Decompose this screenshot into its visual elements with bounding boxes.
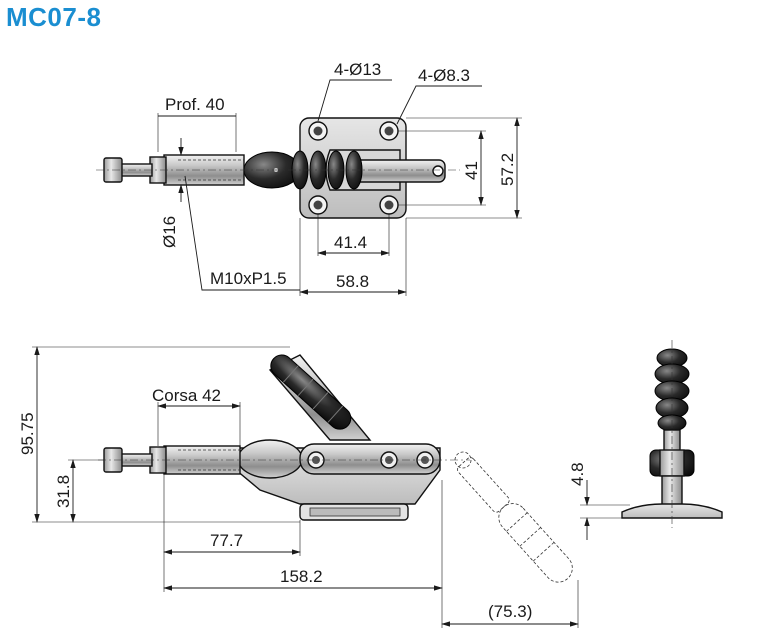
axis-height-label: 31.8 [54, 475, 73, 508]
hole-spacing-y-label: 41 [462, 161, 481, 180]
side-view: 95.75 31.8 Corsa 42 77.7 158.2 (75.3) [18, 346, 579, 628]
handle-open [457, 457, 573, 583]
rod-diameter-label: Ø16 [160, 216, 179, 248]
top-view: Prof. 40 Ø16 M10xP1.5 4-Ø13 4-Ø8.3 41.4 … [96, 60, 522, 296]
hole-spacing-x-label: 41.4 [334, 233, 367, 252]
link-assembly [299, 443, 441, 475]
holes-small-label: 4-Ø8.3 [418, 66, 470, 85]
base-thickness-label: 4.8 [568, 462, 587, 486]
total-length-label: 158.2 [280, 567, 323, 586]
front-view: 4.8 [568, 340, 723, 540]
dim-77-label: 77.7 [210, 531, 243, 550]
link-arm [354, 159, 446, 183]
base-width-label: 58.8 [336, 272, 369, 291]
base-height-label: 57.2 [498, 153, 517, 186]
stroke-label: Corsa 42 [152, 386, 221, 405]
model-title: MC07-8 [6, 2, 102, 32]
handle-closed [268, 354, 372, 441]
open-length-label: (75.3) [488, 602, 532, 621]
total-height-label: 95.75 [18, 412, 37, 455]
depth-label: Prof. 40 [165, 95, 225, 114]
thread-label: M10xP1.5 [210, 269, 287, 288]
holes-large-label: 4-Ø13 [334, 60, 381, 79]
